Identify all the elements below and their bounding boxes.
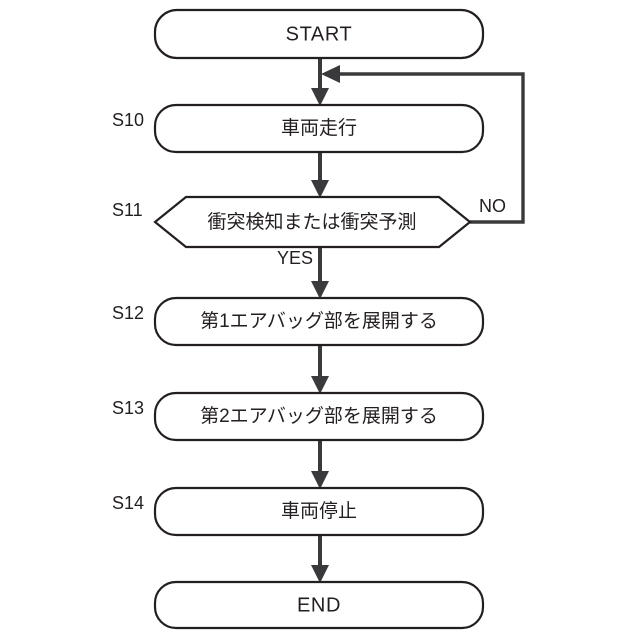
s10-shape <box>153 103 485 154</box>
step-label-s12: S12 <box>112 303 144 323</box>
node-end[interactable]: END <box>153 580 485 630</box>
end-shape <box>153 580 485 630</box>
s12-label: 第1エアバッグ部を展開する <box>200 310 438 332</box>
end-label: END <box>297 594 341 616</box>
edge-s14-to-end <box>311 535 329 583</box>
node-start[interactable]: START <box>153 8 485 60</box>
edge-start-to-s10 <box>311 58 329 106</box>
edge-s11-no-loopback <box>321 65 525 224</box>
node-s14[interactable]: S14 車両停止 <box>112 486 485 537</box>
s14-shape <box>153 486 485 537</box>
node-s10[interactable]: S10 車両走行 <box>112 103 485 154</box>
node-s12[interactable]: S12 第1エアバッグ部を展開する <box>112 296 485 347</box>
branch-label-no: NO <box>479 196 506 216</box>
step-label-s13: S13 <box>112 398 144 418</box>
edge-s10-to-s11 <box>311 152 329 198</box>
edge-s11-to-s12 <box>311 248 329 299</box>
edge-s12-to-s13 <box>311 345 329 394</box>
s11-shape <box>153 195 472 249</box>
start-shape <box>153 8 485 60</box>
s12-shape <box>153 296 485 347</box>
s11-label: 衝突検知または衝突予測 <box>207 211 416 233</box>
step-label-s10: S10 <box>112 110 144 130</box>
step-label-s14: S14 <box>112 493 144 513</box>
s14-label: 車両停止 <box>281 500 357 522</box>
s13-label: 第2エアバッグ部を展開する <box>200 405 438 427</box>
s10-label: 車両走行 <box>281 117 357 139</box>
branch-label-yes: YES <box>277 248 313 268</box>
node-s13[interactable]: S13 第2エアバッグ部を展開する <box>112 391 485 442</box>
step-label-s11: S11 <box>112 200 143 220</box>
node-s11[interactable]: S11 衝突検知または衝突予測 <box>112 195 472 249</box>
start-label: START <box>286 23 353 45</box>
edge-s13-to-s14 <box>311 440 329 489</box>
s13-shape <box>153 391 485 442</box>
